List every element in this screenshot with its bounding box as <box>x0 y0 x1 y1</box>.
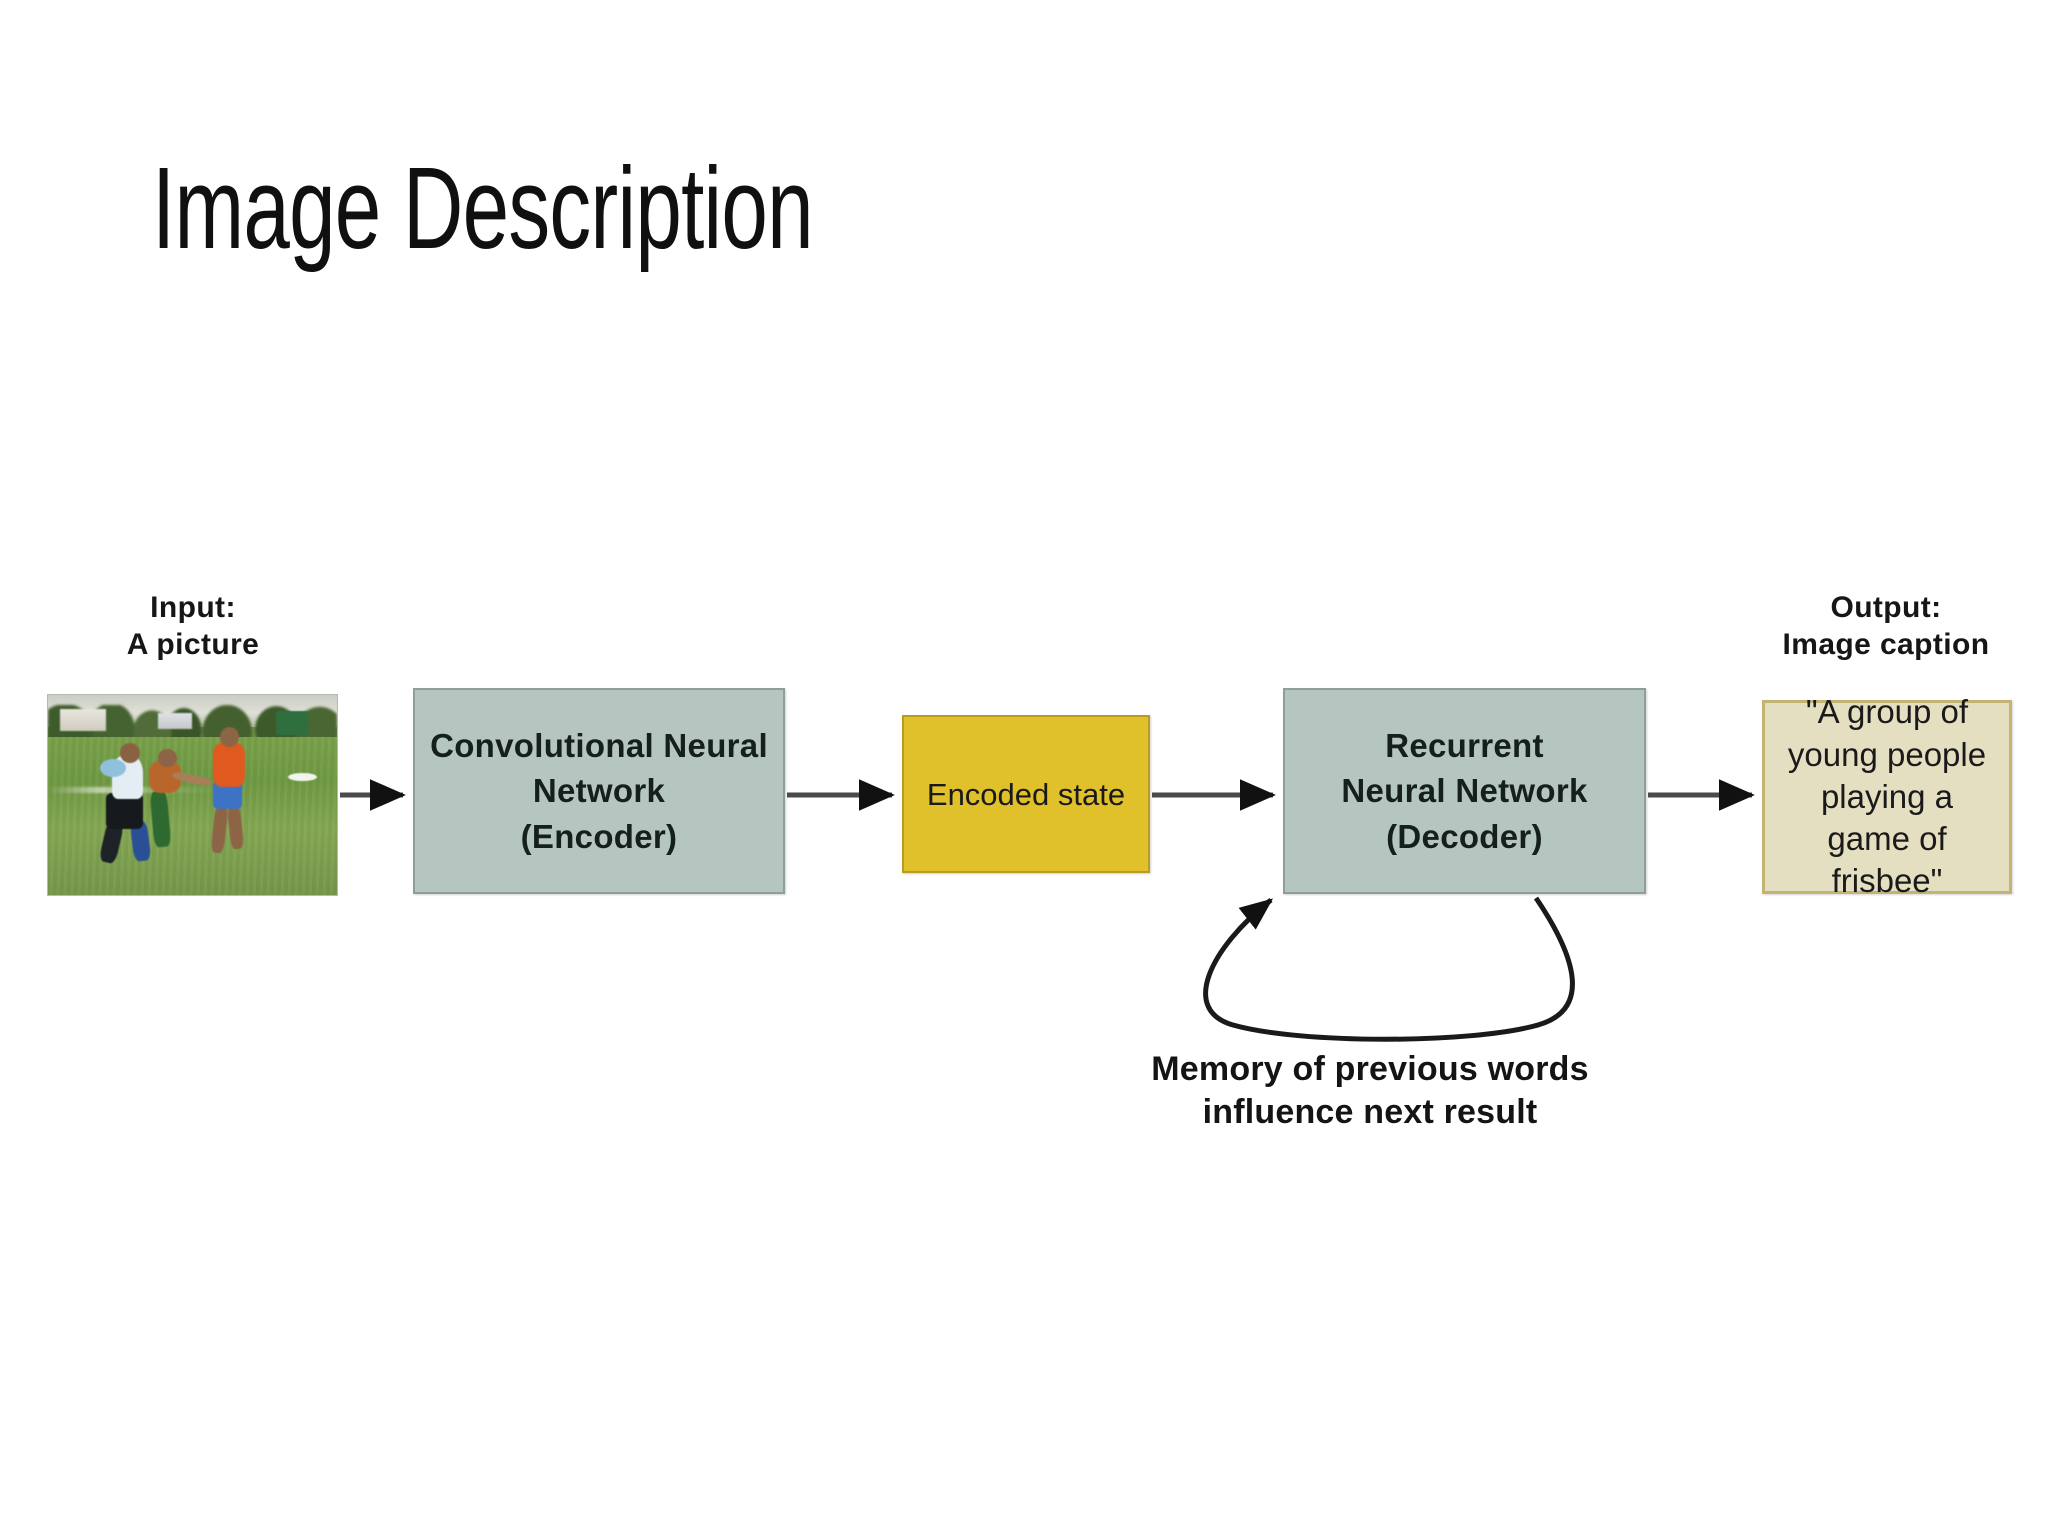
node-encoded-state[interactable]: Encoded state <box>902 715 1150 873</box>
caption-line3: playing a <box>1820 777 1954 815</box>
photo-building-left <box>59 709 106 731</box>
caption-line2: young people <box>1787 735 1987 773</box>
input-label-line1: Input: <box>150 591 236 624</box>
node-cnn-encoder-text: Convolutional Neural Network (Encoder) <box>430 723 768 860</box>
photo-player-a-head <box>120 743 141 763</box>
photo-frisbee-disc <box>287 773 317 781</box>
node-rnn-decoder[interactable]: Recurrent Neural Network (Decoder) <box>1283 688 1646 894</box>
node-rnn-line2: Neural Network <box>1341 772 1588 810</box>
loop-caption-line2: influence next result <box>1202 1092 1538 1131</box>
input-photo-frisbee <box>48 695 337 895</box>
loop-caption-line1: Memory of previous words <box>1151 1050 1589 1088</box>
output-label-line2: Image caption <box>1782 627 1990 661</box>
input-label: Input: A picture <box>48 590 338 663</box>
photo-player-b-head <box>157 749 177 767</box>
page-title: Image Description <box>152 143 814 273</box>
node-rnn-line1: Recurrent <box>1385 726 1544 764</box>
photo-building-mid <box>157 713 193 729</box>
input-label-line2: A picture <box>126 627 260 661</box>
node-cnn-line2: Network <box>532 772 666 810</box>
photo-player-c-head <box>219 727 239 747</box>
node-cnn-line3: (Encoder) <box>520 817 678 855</box>
photo-player-c-torso <box>212 743 245 787</box>
output-label: Output: Image caption <box>1758 590 2014 663</box>
recurrence-loop-caption: Memory of previous words influence next … <box>1090 1048 1650 1133</box>
photo-green-structure <box>276 711 309 735</box>
node-rnn-decoder-text: Recurrent Neural Network (Decoder) <box>1341 723 1587 860</box>
output-label-line1: Output: <box>1830 591 1942 624</box>
node-output-caption-text: "A group of young people playing a game … <box>1788 691 1986 902</box>
photo-player-a-shorts <box>105 793 144 829</box>
caption-line4: game of <box>1827 820 1947 858</box>
caption-line1: "A group of <box>1805 693 1969 731</box>
node-cnn-line1: Convolutional Neural <box>430 726 768 764</box>
node-cnn-encoder[interactable]: Convolutional Neural Network (Encoder) <box>413 688 785 894</box>
recurrence-loop-arrow <box>1203 896 1575 1042</box>
photo-field-line <box>48 787 337 793</box>
node-rnn-line3: (Decoder) <box>1386 817 1543 855</box>
node-output-caption[interactable]: "A group of young people playing a game … <box>1762 693 2012 899</box>
caption-line5: frisbee" <box>1831 862 1943 900</box>
node-encoded-state-label: Encoded state <box>926 776 1126 812</box>
photo-player-a-sleeve <box>100 759 127 777</box>
photo-grass-field <box>48 737 337 895</box>
